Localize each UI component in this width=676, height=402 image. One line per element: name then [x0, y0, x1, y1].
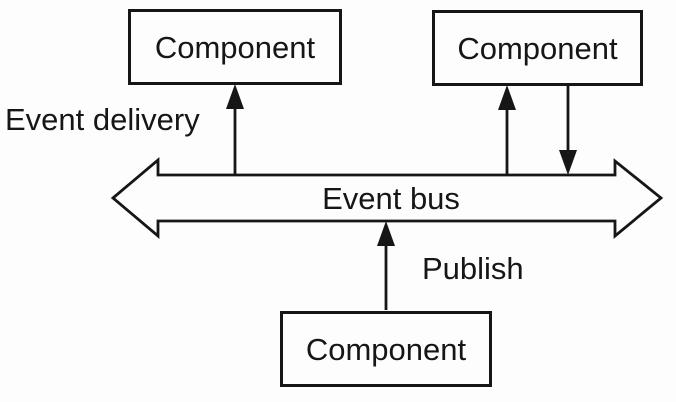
- component-box-bottom: Component: [280, 311, 492, 387]
- component-label: Component: [154, 29, 316, 65]
- event-bus-label: Event bus: [322, 181, 460, 216]
- component-label: Component: [305, 331, 467, 367]
- arrow-bottom-component-to-bus: [377, 221, 395, 310]
- event-delivery-label: Event delivery: [5, 102, 200, 137]
- component-label: Component: [457, 30, 618, 66]
- arrow-bus-to-left-component: [226, 84, 244, 174]
- component-box-top-right: Component: [432, 10, 643, 86]
- arrow-bus-to-right-component: [498, 85, 516, 175]
- event-bus-arrow-shape: [110, 156, 664, 240]
- component-box-top-left: Component: [128, 9, 342, 85]
- arrow-right-component-to-bus: [559, 86, 577, 175]
- publish-label: Publish: [422, 251, 524, 286]
